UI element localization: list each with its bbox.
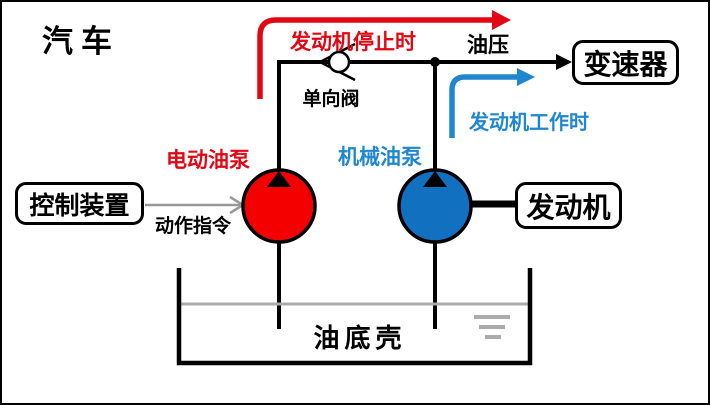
electric-pump-body <box>241 168 317 244</box>
engine-box: 发动机 <box>515 182 622 229</box>
check-valve-icon <box>319 42 356 82</box>
control-unit-box: 控制装置 <box>15 182 144 225</box>
liquid-surface-icon <box>474 315 510 339</box>
action-command-label: 动作指令 <box>154 216 231 237</box>
blue-flow-arrow <box>449 68 535 138</box>
engine-box-label: 发动机 <box>526 191 611 223</box>
control-unit-box-label: 控制装置 <box>29 191 130 220</box>
mechanical-pump-outlet-triangle <box>423 171 447 187</box>
oil-pressure-label: 油压 <box>467 34 509 57</box>
red-flow-arrowhead-icon <box>492 10 511 30</box>
check-valve-ball <box>327 50 351 74</box>
electric-pump-outlet-triangle <box>267 171 291 187</box>
oil-pan-label: 油底壳 <box>313 323 407 353</box>
engine-running-label: 发动机工作时 <box>469 112 589 134</box>
electric-pump-label: 电动油泵 <box>166 149 250 172</box>
electric-oil-pump-icon <box>241 168 317 244</box>
oil-pan <box>176 268 533 366</box>
red-flow-arrow <box>257 10 511 99</box>
diagram-title: 汽车 <box>42 24 120 59</box>
red-flow-path <box>257 17 494 99</box>
mechanical-pump-label: 机械油泵 <box>338 146 422 169</box>
pressure-arrowhead-icon <box>556 54 572 70</box>
transmission-box: 变速器 <box>572 40 679 85</box>
transmission-box-label: 变速器 <box>583 48 668 80</box>
mechanical-oil-pump-icon <box>397 168 473 244</box>
pipe-junction-dot <box>430 57 440 67</box>
blue-flow-arrowhead-icon <box>517 68 535 86</box>
mechanical-pump-body <box>397 168 473 244</box>
check-valve-label: 单向阀 <box>302 89 360 110</box>
engine-stopped-label: 发动机停止时 <box>290 31 416 54</box>
blue-flow-path <box>449 74 519 138</box>
oil-pan-walls <box>176 268 533 366</box>
